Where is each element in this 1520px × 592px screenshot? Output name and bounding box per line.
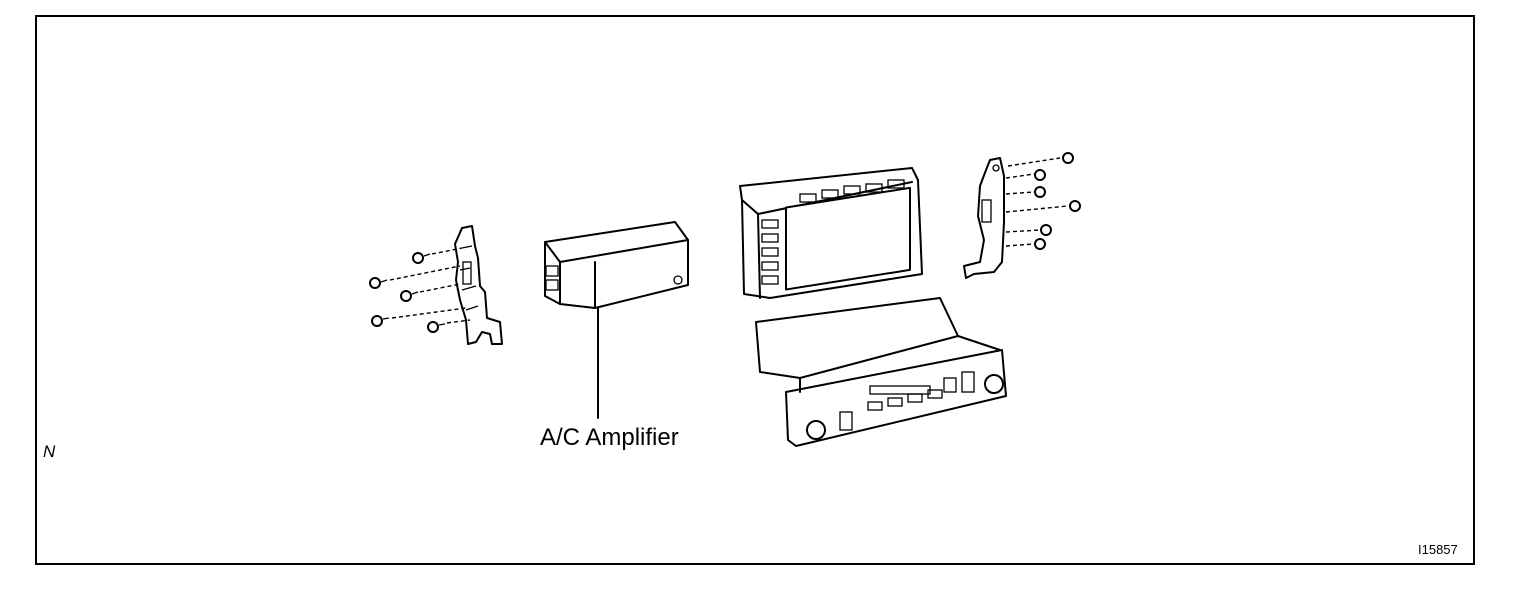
left-bracket-icon xyxy=(454,225,503,345)
display-unit-icon xyxy=(739,167,923,299)
ac-amplifier-label: A/C Amplifier xyxy=(540,424,679,451)
screw-icon xyxy=(1005,152,1081,250)
corner-mark: N xyxy=(43,442,56,461)
diagram-frame xyxy=(35,15,1475,565)
figure-id: I15857 xyxy=(1418,542,1458,557)
ac-amplifier-icon xyxy=(544,221,689,309)
right-bracket-icon xyxy=(963,157,1005,279)
screw-icon xyxy=(369,247,471,333)
climate-control-panel-icon xyxy=(755,297,1007,447)
